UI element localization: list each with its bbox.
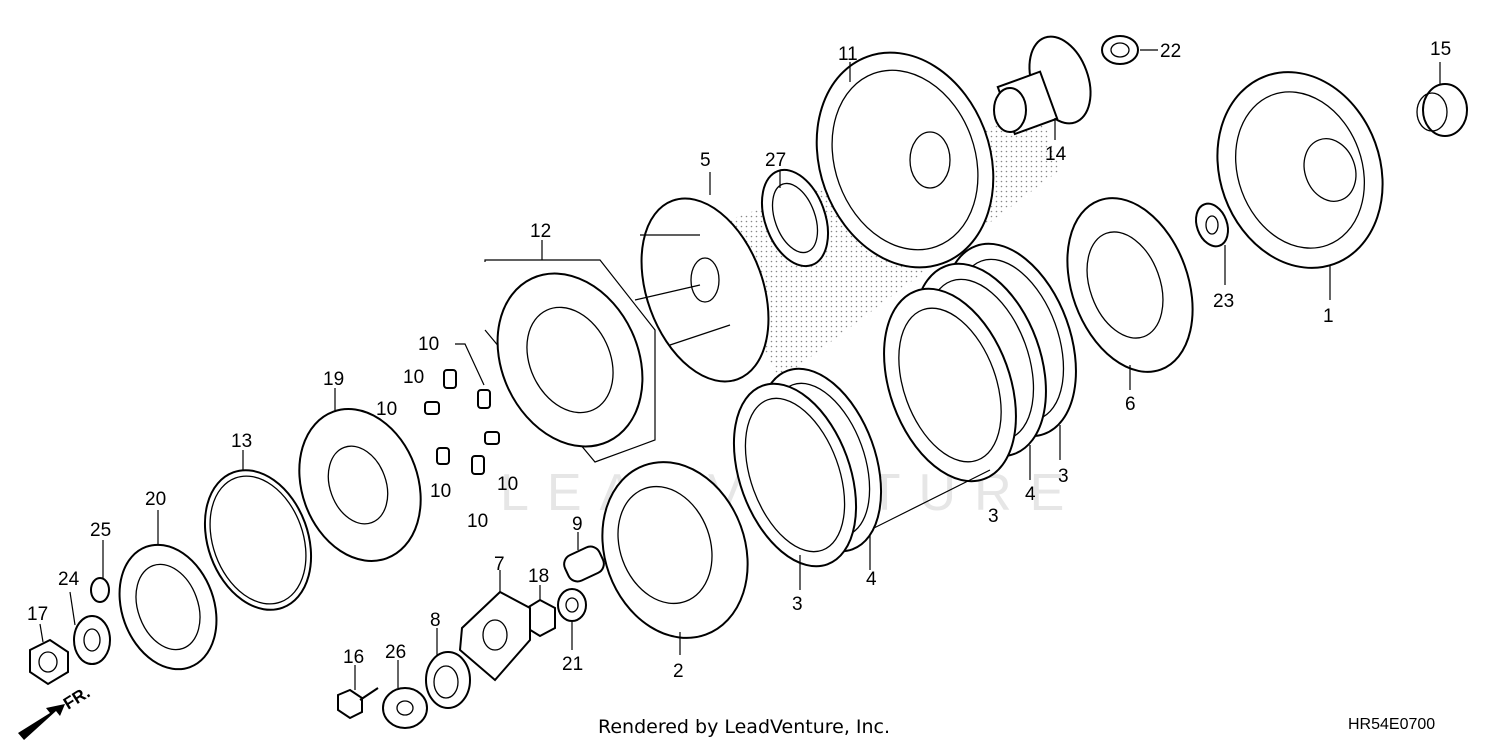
callout-3b: 3 xyxy=(988,506,999,527)
part-24-washer[interactable] xyxy=(69,591,111,665)
front-direction-arrow: FR. xyxy=(18,683,93,740)
callout-2: 2 xyxy=(673,661,684,682)
clutch-plate-stack-upper[interactable] xyxy=(859,226,1100,531)
part-9-spring[interactable] xyxy=(561,532,607,585)
clutch-plate-stack-lower[interactable] xyxy=(711,352,904,590)
callout-19: 19 xyxy=(323,369,344,390)
part-8-bearing[interactable] xyxy=(425,628,471,709)
callout-23: 23 xyxy=(1213,291,1234,312)
callout-10b: 10 xyxy=(403,367,424,388)
part-27-one-way-clutch[interactable] xyxy=(750,161,841,275)
part-16-bolt[interactable] xyxy=(337,665,379,720)
callout-10e: 10 xyxy=(497,474,518,495)
callout-26: 26 xyxy=(385,642,406,663)
callout-10a: 10 xyxy=(418,334,439,355)
callout-1: 1 xyxy=(1323,306,1334,327)
callout-20: 20 xyxy=(145,489,166,510)
callout-25: 25 xyxy=(90,520,111,541)
callout-18: 18 xyxy=(528,566,549,587)
part-21-washer[interactable] xyxy=(557,588,587,650)
part-11-clutch-drum[interactable] xyxy=(788,28,1023,293)
part-18-nut[interactable] xyxy=(526,585,556,638)
part-1-clutch-housing[interactable] xyxy=(1191,49,1410,300)
part-20-plate[interactable] xyxy=(103,510,233,683)
part-17-locknut[interactable] xyxy=(29,623,69,686)
callout-9: 9 xyxy=(572,514,583,535)
part-13-ring[interactable] xyxy=(186,450,329,625)
part-5-drive-plate[interactable] xyxy=(618,172,792,399)
part-6-pressure-plate[interactable] xyxy=(1045,181,1216,390)
direction-label: FR. xyxy=(60,683,93,714)
part-12-clutch-weight[interactable] xyxy=(470,240,669,470)
callout-4a: 4 xyxy=(1025,484,1036,505)
part-15-bushing[interactable] xyxy=(1416,62,1468,137)
part-7-lifter-plate[interactable] xyxy=(458,570,531,682)
callout-12: 12 xyxy=(530,221,551,242)
callout-16: 16 xyxy=(343,647,364,668)
callout-27: 27 xyxy=(765,150,786,171)
callout-24: 24 xyxy=(58,569,80,590)
part-10-weight-springs[interactable] xyxy=(424,343,500,475)
part-23-washer[interactable] xyxy=(1190,199,1233,285)
callout-10d: 10 xyxy=(430,481,451,502)
callout-8: 8 xyxy=(430,610,441,631)
callout-21: 21 xyxy=(562,654,583,675)
part-25-nut[interactable] xyxy=(90,540,110,603)
callout-17: 17 xyxy=(27,604,48,625)
callout-10f: 10 xyxy=(467,511,488,532)
callout-10c: 10 xyxy=(376,399,397,420)
callout-14: 14 xyxy=(1045,144,1067,165)
part-14-drive-gear[interactable] xyxy=(993,28,1102,140)
part-22-washer[interactable] xyxy=(1101,35,1158,65)
callout-7: 7 xyxy=(494,554,505,575)
callout-4b: 4 xyxy=(866,569,877,590)
callout-11: 11 xyxy=(838,44,858,65)
render-credit: Rendered by LeadVenture, Inc. xyxy=(598,716,891,738)
diagram-code: HR54E0700 xyxy=(1348,716,1436,733)
callout-13: 13 xyxy=(231,431,252,452)
callout-6: 6 xyxy=(1125,394,1136,415)
part-2-clutch-center[interactable] xyxy=(578,441,771,658)
callout-3a: 3 xyxy=(1058,466,1069,487)
callout-15: 15 xyxy=(1430,39,1451,60)
part-19-plate[interactable] xyxy=(279,388,441,578)
callout-22: 22 xyxy=(1160,41,1181,62)
callout-5: 5 xyxy=(700,150,711,171)
part-26-bearing[interactable] xyxy=(382,660,428,729)
callout-3c: 3 xyxy=(792,594,803,615)
